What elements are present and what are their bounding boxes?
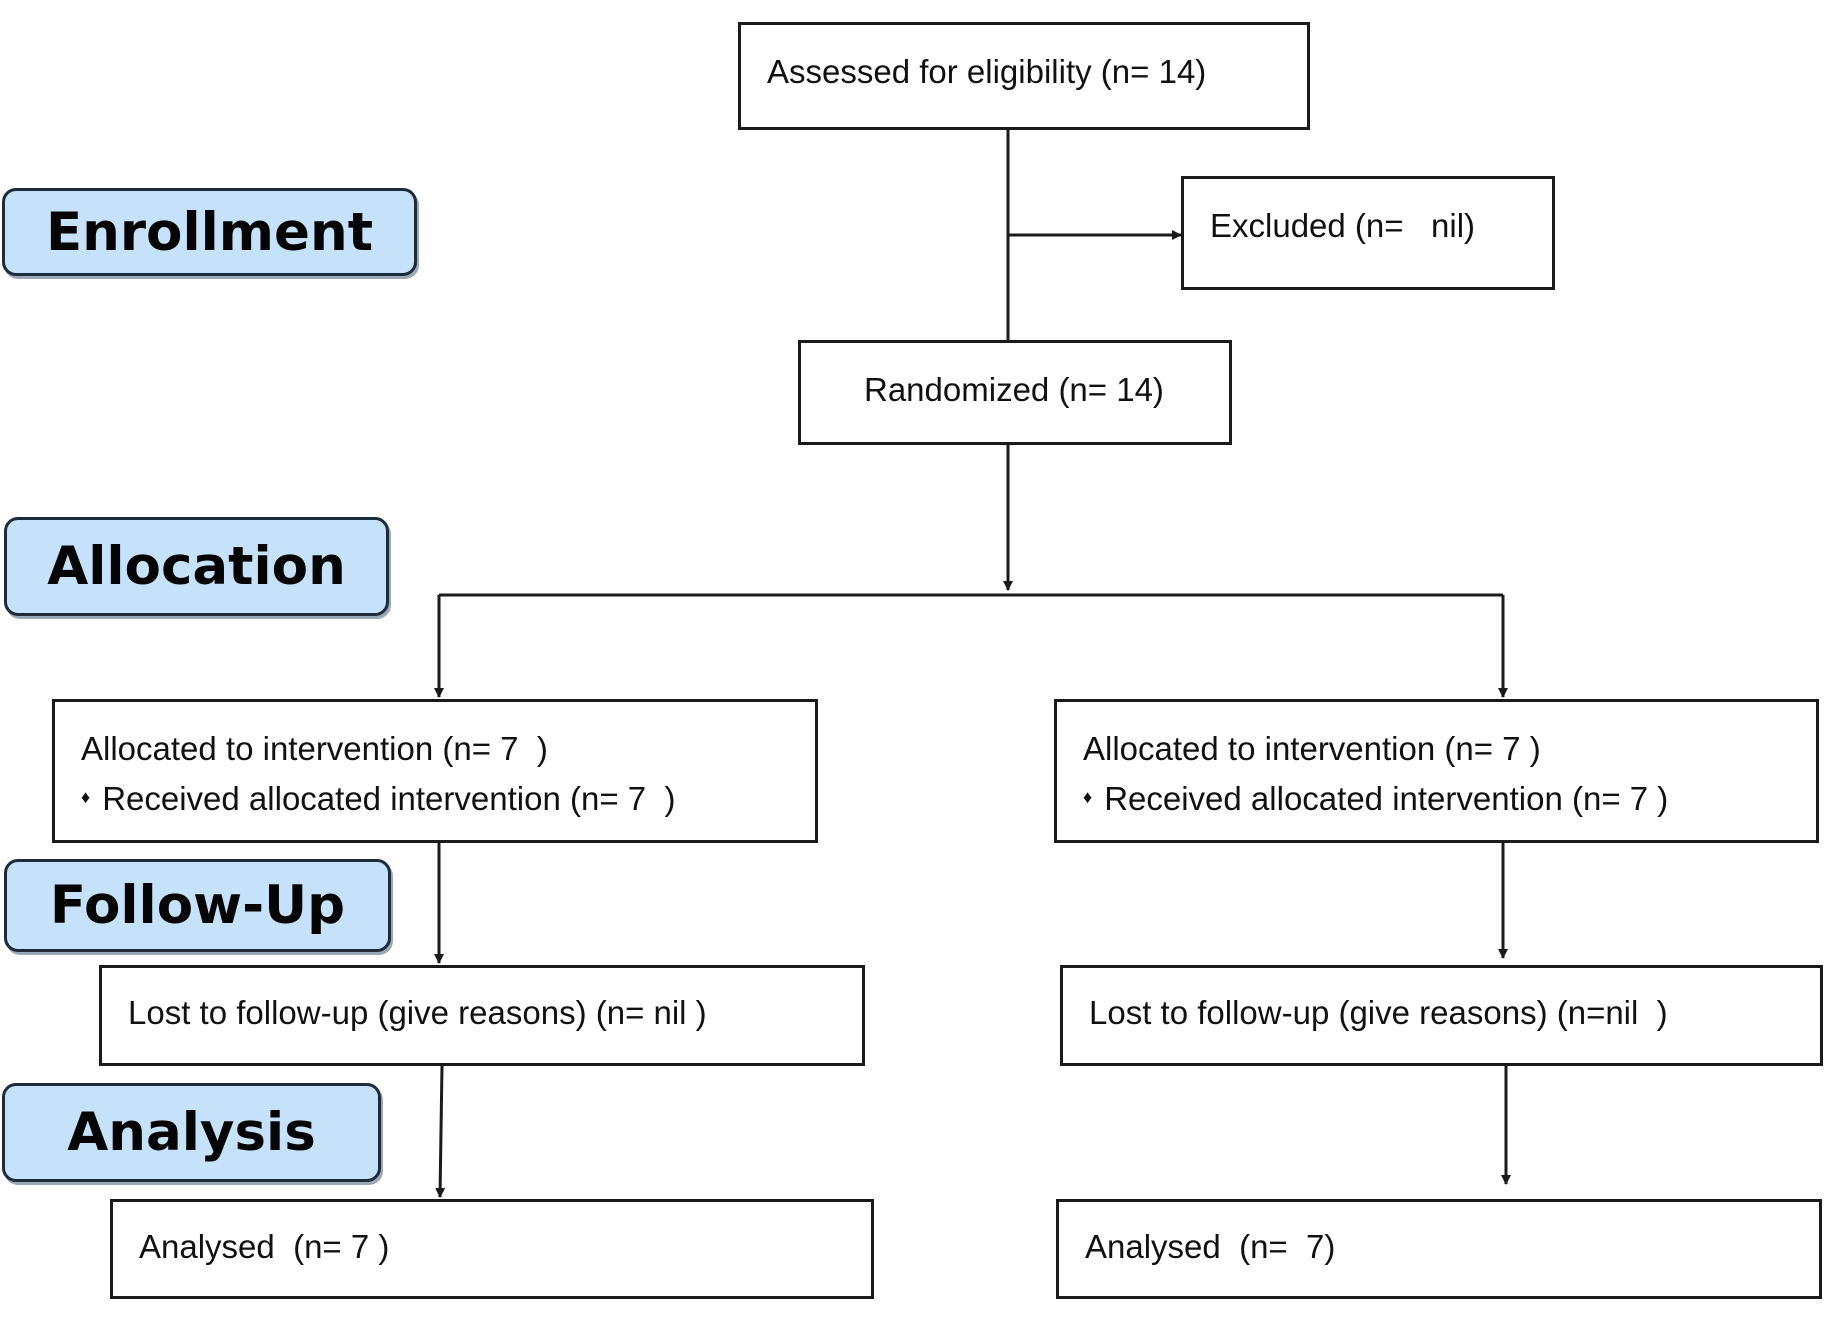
assessed-text: Assessed for eligibility (n= 14) <box>767 53 1207 90</box>
right-analysed-box: Analysed (n= 7) <box>1056 1199 1822 1299</box>
diamond-bullet-icon: ♦ <box>81 787 91 808</box>
right-received-item: ♦ Received allocated intervention (n= 7 ) <box>1083 774 1816 824</box>
excluded-text: Excluded (n= nil) <box>1210 207 1476 244</box>
left-received-text: Received allocated intervention (n= 7 ) <box>102 779 676 817</box>
randomized-text: Randomized (n= 14) <box>864 371 1164 408</box>
assessed-box: Assessed for eligibility (n= 14) <box>738 22 1310 130</box>
right-allocated-box: Allocated to intervention (n= 7 ) ♦ Recei… <box>1054 699 1819 843</box>
diamond-bullet-icon: ♦ <box>1083 787 1093 808</box>
right-allocated-text: Allocated to intervention (n= 7 ) <box>1083 730 1541 767</box>
left-analysed-text: Analysed (n= 7 ) <box>139 1228 390 1265</box>
excluded-box: Excluded (n= nil) <box>1181 176 1555 290</box>
left-allocated-text: Allocated to intervention (n= 7 ) <box>81 730 548 767</box>
left-lost-box: Lost to follow-up (give reasons) (n= nil… <box>99 965 865 1066</box>
right-analysed-text: Analysed (n= 7) <box>1085 1228 1336 1265</box>
stage-analysis: Analysis <box>2 1083 381 1182</box>
randomized-box: Randomized (n= 14) <box>798 340 1232 445</box>
left-lost-text: Lost to follow-up (give reasons) (n= nil… <box>128 994 707 1031</box>
right-received-text: Received allocated intervention (n= 7 ) <box>1104 779 1669 817</box>
stage-follow-up: Follow-Up <box>4 859 391 952</box>
stage-allocation: Allocation <box>4 517 389 616</box>
left-received-item: ♦ Received allocated intervention (n= 7 ) <box>81 774 815 824</box>
right-lost-box: Lost to follow-up (give reasons) (n=nil … <box>1060 965 1823 1066</box>
right-lost-text: Lost to follow-up (give reasons) (n=nil … <box>1089 994 1668 1031</box>
left-allocated-box: Allocated to intervention (n= 7 ) ♦ Recei… <box>52 699 818 843</box>
arrow-left-lost-to-analysed <box>435 1065 446 1198</box>
left-analysed-box: Analysed (n= 7 ) <box>110 1199 874 1299</box>
stage-enrollment: Enrollment <box>2 188 417 276</box>
